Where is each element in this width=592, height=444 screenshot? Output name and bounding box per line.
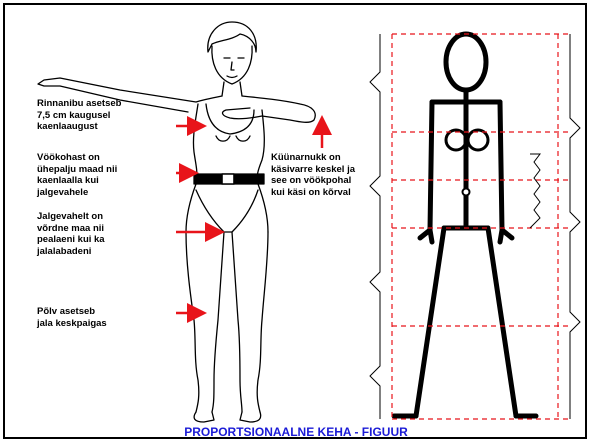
stick-head: [446, 34, 486, 90]
diagram-caption: PROPORTSIONAALNE KEHA - FIGUUR: [0, 425, 592, 439]
stick-figure: [394, 34, 536, 416]
nipple-annotation: Rinnanibu asetseb 7,5 cm kaugusel kaenla…: [37, 98, 121, 133]
knee-annotation: Põlv asetseb jala keskpaigas: [37, 306, 107, 329]
waist-annotation: Vöökohast on ühepalju maad nii kaenlaall…: [37, 152, 117, 198]
annotation-arrows: [176, 120, 322, 313]
crotch-annotation: Jalgevahelt on võrdne maa nii pealaeni k…: [37, 211, 105, 257]
elbow-annotation: Küünarnukk on käsivarre keskel ja see on…: [271, 152, 355, 198]
